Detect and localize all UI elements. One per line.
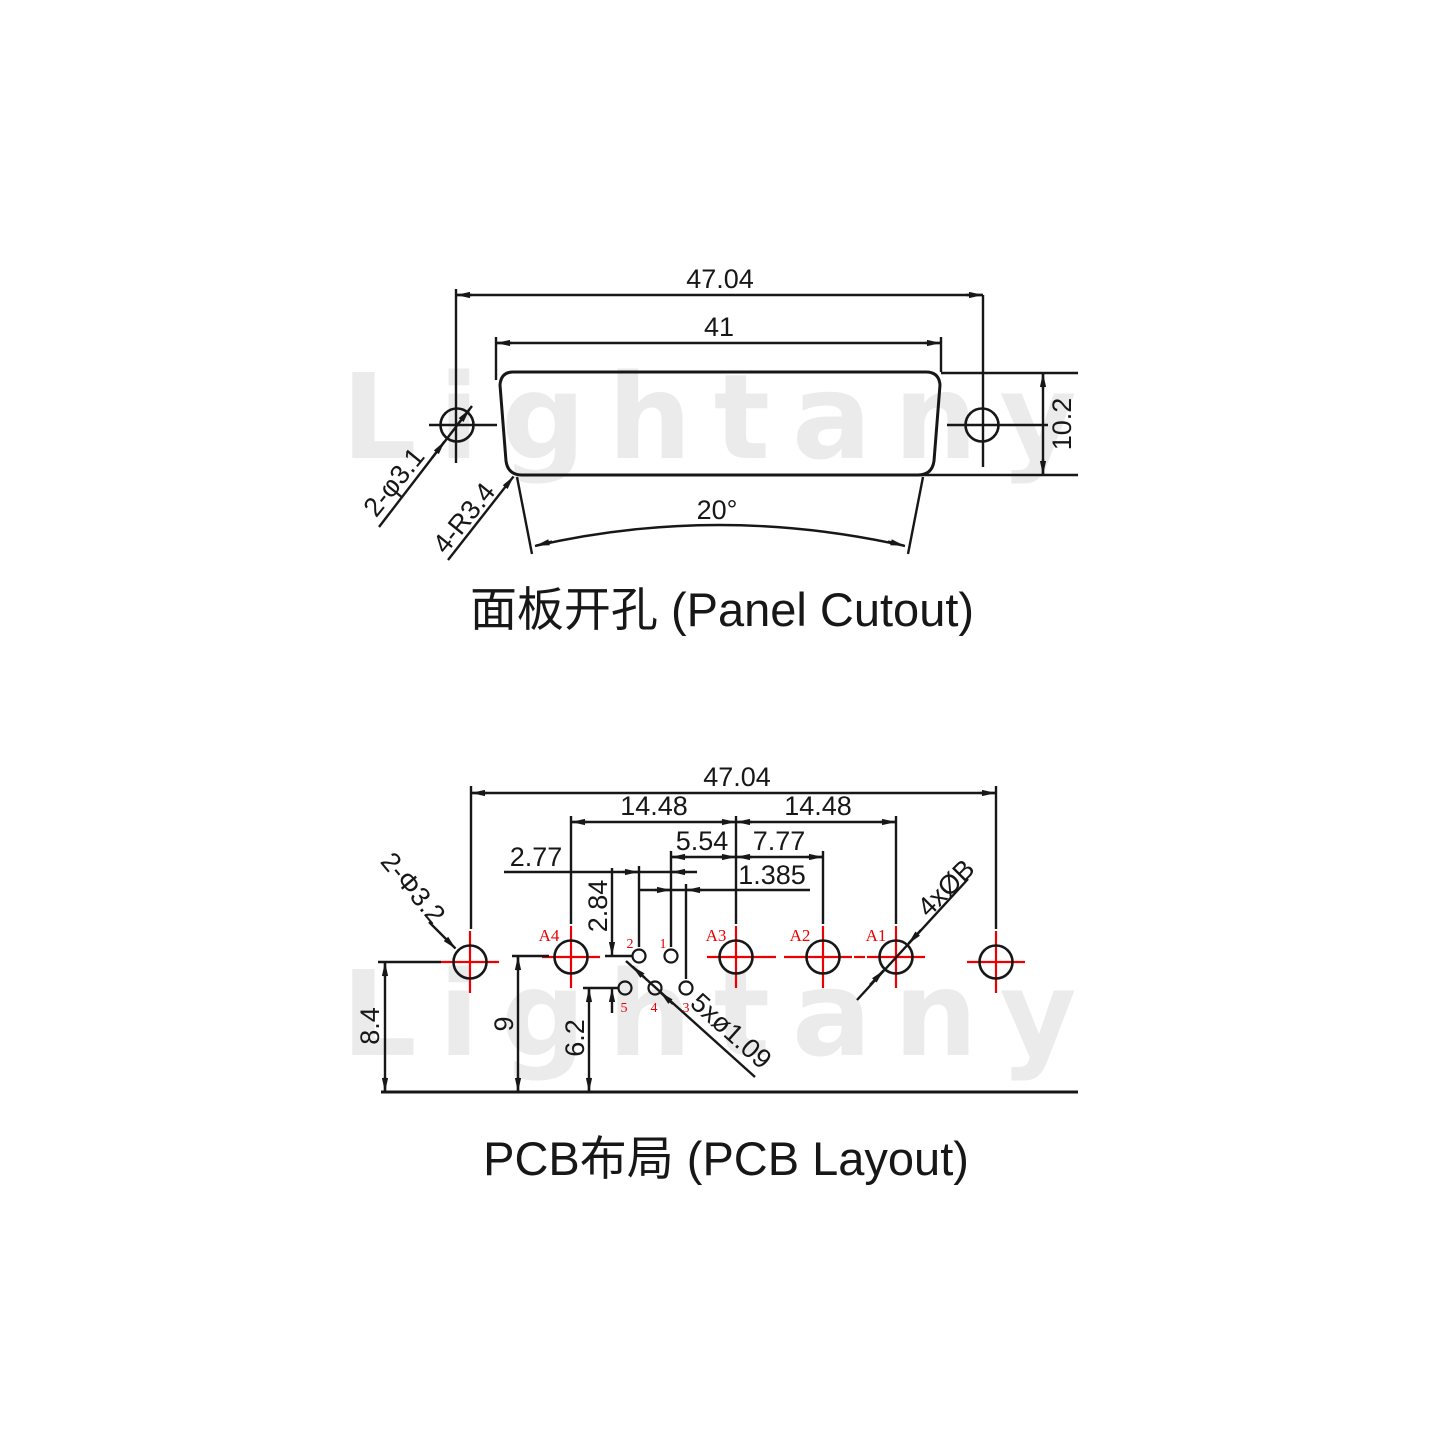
pcb-dim-row2-height: 6.2 bbox=[560, 988, 593, 1092]
panel-cutout-title: 面板开孔 (Panel Cutout) bbox=[470, 583, 974, 636]
panel-flare-angle: 20° bbox=[515, 476, 925, 555]
panel-dim-overall-width: 47.04 bbox=[456, 264, 983, 299]
panel-dim-height-text: 10.2 bbox=[1047, 398, 1077, 451]
pin-hole-2 bbox=[631, 948, 647, 964]
pcb-dim-span-right: 14.48 bbox=[736, 791, 896, 826]
panel-mount-hole-left bbox=[429, 289, 497, 463]
panel-mount-hole-callout-text: 2-φ3.1 bbox=[357, 442, 430, 522]
pcb-dim-span-right-text: 14.48 bbox=[784, 791, 852, 821]
panel-dim-angle-text: 20° bbox=[697, 495, 738, 525]
pcb-dim-pin-pitch-text: 2.77 bbox=[510, 842, 563, 872]
crosshair-mount-left bbox=[441, 931, 499, 993]
pcb-mount-hole-left bbox=[452, 944, 488, 980]
crosshair-pad-a2 bbox=[794, 926, 852, 988]
pcb-dim-row1-height: 9 bbox=[489, 954, 549, 1092]
panel-dim-cutout-width-text: 41 bbox=[704, 312, 734, 342]
pcb-dim-span-left: 14.48 bbox=[569, 791, 898, 924]
pcb-signal-hole-callout-text: 5xø1.09 bbox=[685, 987, 778, 1075]
pin-label-3: 3 bbox=[683, 1001, 690, 1016]
panel-cutout-outline bbox=[498, 370, 942, 477]
pad-crosshairs bbox=[441, 926, 1025, 993]
panel-dim-height: 10.2 bbox=[918, 371, 1078, 477]
pcb-dim-a3-to-a2-text: 7.77 bbox=[753, 826, 806, 856]
panel-cutout-drawing: 47.04 41 10.2 bbox=[357, 264, 1078, 636]
panel-corner-radius-callout-text: 4-R3.4 bbox=[427, 477, 501, 559]
pcb-dim-pin1-to-a3-text: 5.54 bbox=[676, 826, 729, 856]
pcb-mount-hole-callout: 2-Φ3.2 bbox=[375, 847, 457, 950]
pin-label-2: 2 bbox=[627, 937, 634, 952]
pcb-dim-row-spacing-text: 2.84 bbox=[583, 880, 613, 933]
panel-corner-radius-callout: 4-R3.4 bbox=[427, 475, 515, 561]
pin-label-1: 1 bbox=[660, 937, 667, 952]
pcb-coax-hole-callout-text: 4xØB bbox=[912, 854, 981, 923]
crosshair-pad-a4 bbox=[542, 926, 600, 988]
panel-mount-hole-right bbox=[947, 295, 1048, 467]
pin-hole-5 bbox=[617, 980, 633, 996]
pcb-dim-mount-height-text: 8.4 bbox=[355, 1007, 385, 1045]
pcb-dim-row1-height-text: 9 bbox=[489, 1016, 519, 1031]
pcb-dim-pin-pitch: 2.77 bbox=[504, 842, 697, 947]
watermark-logo-bottom: Lightany bbox=[341, 945, 1099, 1083]
pcb-dim-mount-height: 8.4 bbox=[355, 960, 441, 1092]
pcb-dim-overall-width-text: 47.04 bbox=[703, 762, 771, 792]
pad-a4 bbox=[553, 939, 589, 975]
pin-label-4: 4 bbox=[651, 1001, 658, 1016]
pad-a1 bbox=[878, 939, 914, 975]
pcb-dim-row-offset-text: 1.385 bbox=[738, 860, 806, 890]
crosshair-pad-a3 bbox=[707, 926, 765, 988]
pin-hole-1 bbox=[663, 948, 679, 964]
pin-label-5: 5 bbox=[621, 1001, 628, 1016]
pad-label-a4: A4 bbox=[539, 926, 560, 945]
pcb-dim-row2-height-text: 6.2 bbox=[560, 1019, 590, 1057]
pcb-dim-a3-to-a2: 7.77 bbox=[736, 826, 825, 924]
pcb-mount-hole-right bbox=[978, 944, 1014, 980]
panel-dim-cutout-width: 41 bbox=[494, 312, 943, 380]
pcb-dim-row-spacing: 2.84 bbox=[583, 868, 633, 1013]
pcb-mount-hole-callout-text: 2-Φ3.2 bbox=[375, 847, 451, 930]
crosshair-mount-right bbox=[967, 931, 1025, 993]
pin-hole-3 bbox=[678, 980, 694, 996]
pin-hole-4 bbox=[647, 980, 663, 996]
pcb-layout-drawing: 47.04 14.48 14.48 bbox=[355, 762, 1078, 1185]
pad-label-a1: A1 bbox=[866, 926, 887, 945]
pcb-dim-span-left-text: 14.48 bbox=[620, 791, 688, 821]
pad-a3 bbox=[718, 939, 754, 975]
pcb-signal-hole-callout: 5xø1.09 bbox=[625, 960, 778, 1078]
pcb-layout-title: PCB布局 (PCB Layout) bbox=[483, 1132, 969, 1185]
pad-a2 bbox=[805, 939, 841, 975]
pcb-dim-pin1-to-a3: 5.54 bbox=[669, 826, 736, 947]
pcb-dim-overall-width: 47.04 bbox=[469, 762, 998, 929]
panel-dim-overall-width-text: 47.04 bbox=[686, 264, 754, 294]
pad-label-a2: A2 bbox=[790, 926, 811, 945]
pcb-dim-row-offset: 1.385 bbox=[640, 860, 810, 979]
pad-label-a3: A3 bbox=[706, 926, 727, 945]
